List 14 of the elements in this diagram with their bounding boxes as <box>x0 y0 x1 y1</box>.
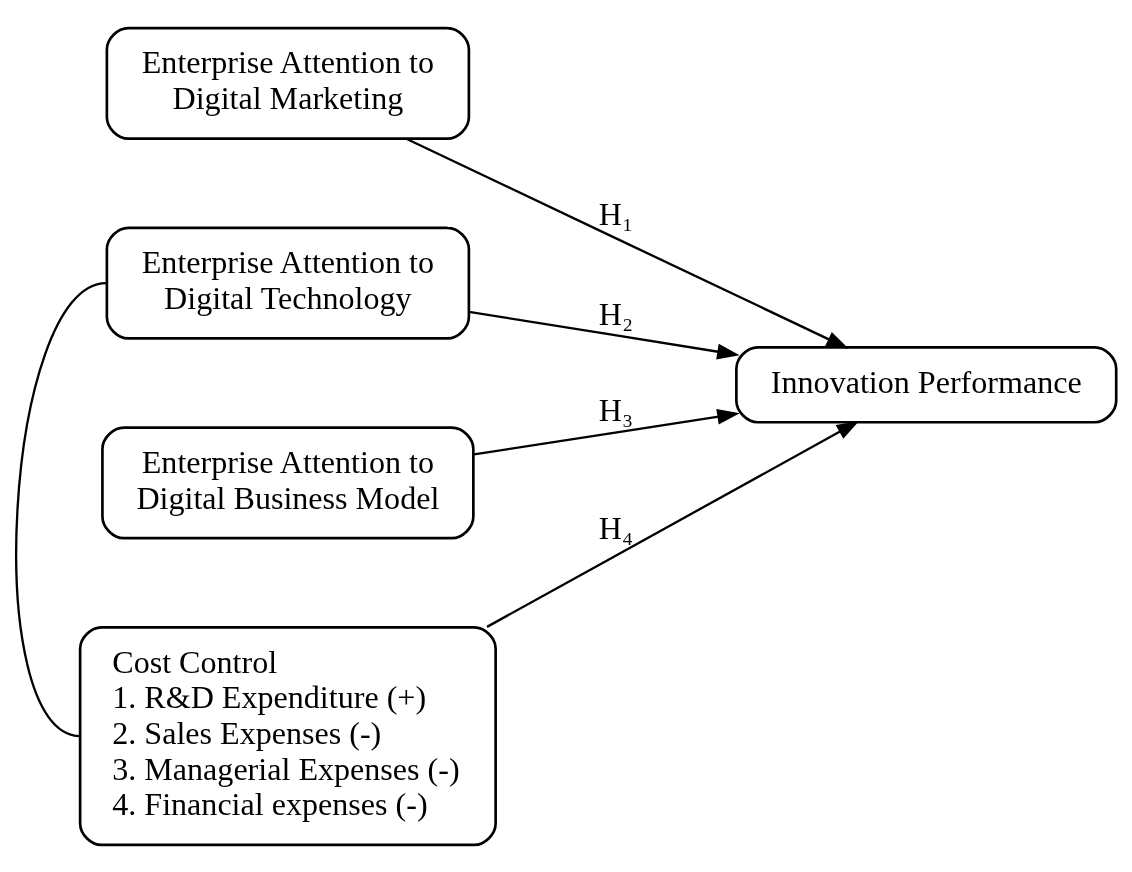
edge-label: H₁ <box>598 195 634 232</box>
connector <box>15 281 107 737</box>
node-box: Cost Control 1. R&D Expenditure (+) 2. Sales Expenses (-) 3. Managerial Expenses (-) 4. Financial expenses (-) <box>78 625 497 846</box>
edge-label: H₄ <box>598 509 634 546</box>
arrow <box>406 137 849 349</box>
edge-label: H₂ <box>598 295 634 332</box>
node-box: Enterprise Attention to Digital Technology <box>105 226 471 340</box>
arrow <box>473 408 740 455</box>
arrow <box>486 420 860 628</box>
node-box: Enterprise Attention to Digital Business Model <box>101 425 475 539</box>
edge-label: H₃ <box>598 391 634 428</box>
arrow <box>468 310 740 359</box>
node-box: Enterprise Attention to Digital Marketing <box>105 26 471 140</box>
node-box: Innovation Performance <box>735 345 1118 424</box>
